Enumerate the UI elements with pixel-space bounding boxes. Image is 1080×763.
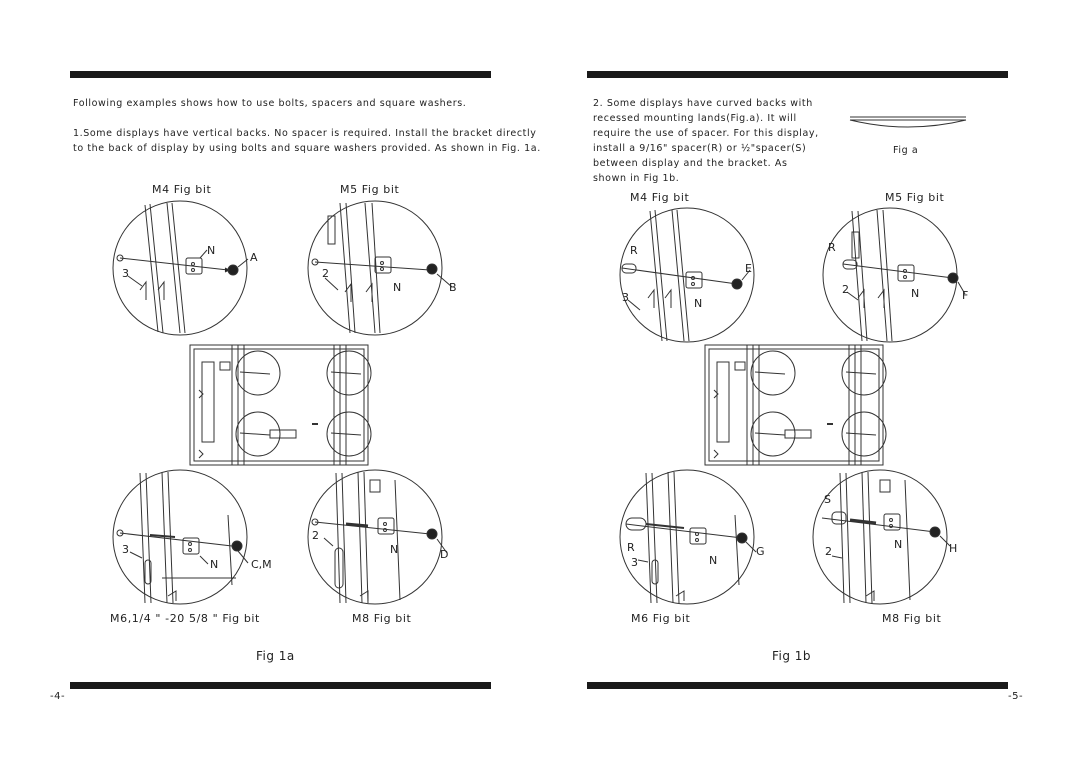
callout-r-br-n: N [894,538,902,551]
left-label-m5: M5 Fig bit [340,183,400,196]
callout-r-br-s: S [824,493,831,506]
callout-r-tl-3: 3 [622,291,629,304]
right-label-m5: M5 Fig bit [885,191,945,204]
callout-bl-cm: C,M [251,558,272,571]
callout-br-2: 2 [312,529,319,542]
fig-1a-caption: Fig 1a [256,649,295,663]
para1-line1: 1.Some displays have vertical backs. No … [73,128,537,139]
callout-bl-3: 3 [122,543,129,556]
callout-br-d: D [440,548,448,561]
left-display-back-panel [189,344,372,466]
callout-r-bl-r: R [627,541,635,554]
intro-text: Following examples shows how to use bolt… [73,98,467,109]
para2-line-6: shown in Fig 1b. [593,173,680,184]
callout-r-bl-g: G [756,545,765,558]
callout-r-tl-r: R [630,244,638,257]
fig-a-caption: Fig a [893,145,919,156]
right-detail-circle-m5 [822,207,966,343]
left-label-m6: M6,1/4 " -20 5/8 " Fig bit [110,612,260,625]
para2-line-1: 2. Some displays have curved backs with [593,98,813,109]
callout-r-bl-n: N [709,554,717,567]
callout-r-br-h: H [949,542,957,555]
para2-line-2: recessed mounting lands(Fig.a). It will [593,113,797,124]
right-detail-circle-m4 [619,207,755,343]
bottom-rule-right [587,682,1008,689]
callout-tr-b: B [449,281,457,294]
bottom-rule-left [70,682,491,689]
callout-r-tl-e: E [745,262,752,275]
right-detail-circle-m6 [619,469,757,605]
top-rule-right [587,71,1008,78]
callout-tr-n: N [393,281,401,294]
left-detail-circle-m6 [112,469,249,605]
left-detail-circle-m4 [112,200,249,336]
right-label-m8: M8 Fig bit [882,612,942,625]
left-detail-circle-m5 [307,200,453,336]
callout-tl-a: A [250,251,258,264]
left-detail-circle-m8 [307,469,448,605]
callout-r-tr-f: F [962,289,968,302]
para2-line-5: between display and the bracket. As [593,158,788,169]
page-number-right: -5- [1008,691,1024,702]
callout-r-tl-n: N [694,297,702,310]
right-detail-circle-m8 [812,469,951,605]
callout-br-n: N [390,543,398,556]
right-label-m6: M6 Fig bit [631,612,691,625]
left-label-m4: M4 Fig bit [152,183,212,196]
callout-tl-3: 3 [122,267,129,280]
left-label-m8: M8 Fig bit [352,612,412,625]
right-label-m4: M4 Fig bit [630,191,690,204]
fig-a-curved-back-illustration [849,116,967,128]
callout-tr-2: 2 [322,267,329,280]
callout-r-br-2: 2 [825,545,832,558]
fig-1b-caption: Fig 1b [772,649,812,663]
para2-line-3: require the use of spacer. For this disp… [593,128,819,139]
top-rule-left [70,71,491,78]
callout-tl-n: N [207,244,215,257]
right-display-back-panel [704,344,887,466]
callout-r-tr-n: N [911,287,919,300]
callout-r-tr-2: 2 [842,283,849,296]
callout-r-bl-3: 3 [631,556,638,569]
callout-bl-n: N [210,558,218,571]
para2-line-4: install a 9/16" spacer(R) or ½"spacer(S) [593,143,807,154]
page-number-left: -4- [50,691,66,702]
para1-line2: to the back of display by using bolts an… [73,143,541,154]
callout-r-tr-r: R [828,241,836,254]
